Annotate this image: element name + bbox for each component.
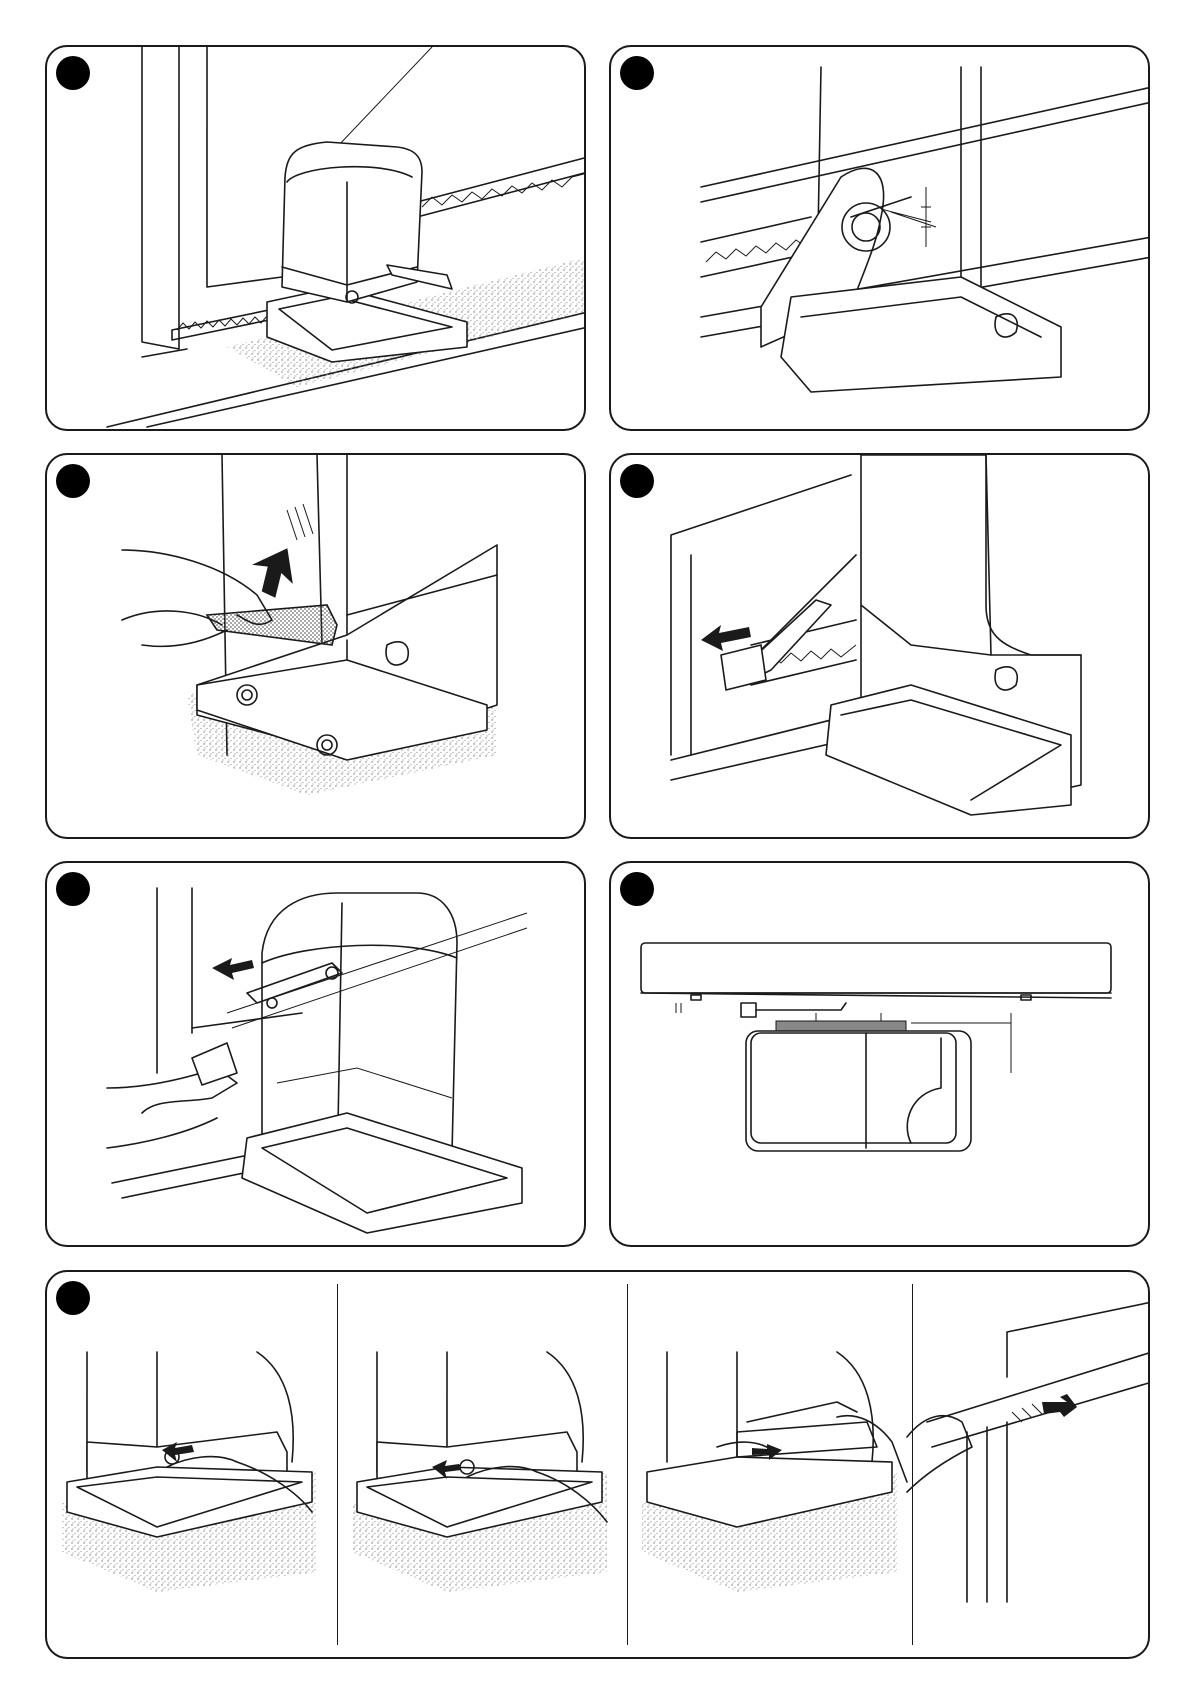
panel-6-illustration — [611, 863, 1150, 1247]
panel-5 — [45, 861, 586, 1247]
step-2-illustration — [352, 1352, 607, 1592]
panel-6 — [609, 861, 1150, 1247]
panel-3 — [45, 453, 586, 839]
panel-3-illustration — [47, 455, 586, 839]
panel-1-illustration — [47, 47, 586, 431]
panel-7-illustration — [47, 1272, 1150, 1659]
step-4-illustration — [907, 1302, 1150, 1602]
panel-2-illustration — [611, 47, 1150, 431]
panel-7 — [45, 1270, 1150, 1659]
panel-2 — [609, 45, 1150, 431]
panel-5-illustration — [47, 863, 586, 1247]
step-3-illustration — [642, 1352, 907, 1592]
panel-1 — [45, 45, 586, 431]
panel-4 — [609, 453, 1150, 839]
step-1-illustration — [62, 1352, 317, 1592]
panel-4-illustration — [611, 455, 1150, 839]
